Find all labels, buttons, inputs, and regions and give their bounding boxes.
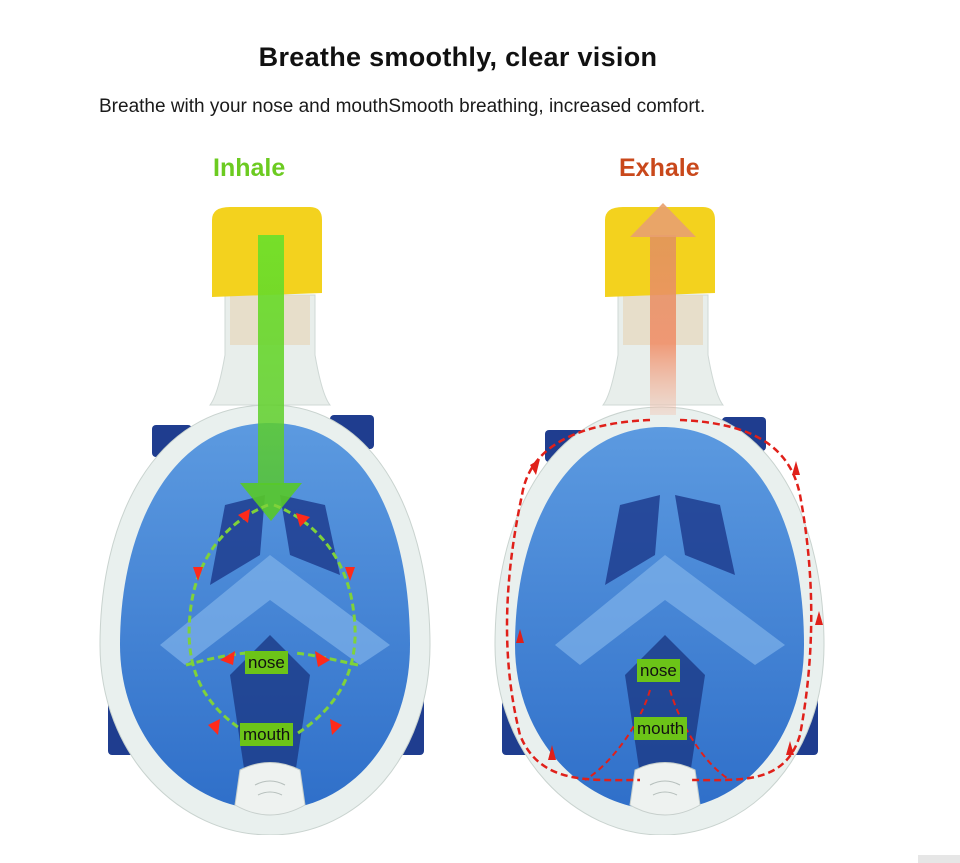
page-title: Breathe smoothly, clear vision [258,42,658,72]
inhale-label: Inhale [213,154,286,182]
nose-tag: nose [637,659,680,682]
nose-tag: nose [245,651,288,674]
exhale-label: Exhale [619,154,700,182]
page-subtitle: Breathe with your nose and mouthSmooth b… [99,96,706,117]
mouth-tag: mouth [240,723,294,746]
mouth-tag: mouth [634,717,688,740]
snorkel-mask-icon [494,203,825,836]
exhale-mask-illustration: nose mouth [490,195,850,836]
corner-bar [918,855,960,863]
snorkel-mask-icon [99,207,431,836]
inhale-mask-illustration: nose mouth [90,195,450,836]
